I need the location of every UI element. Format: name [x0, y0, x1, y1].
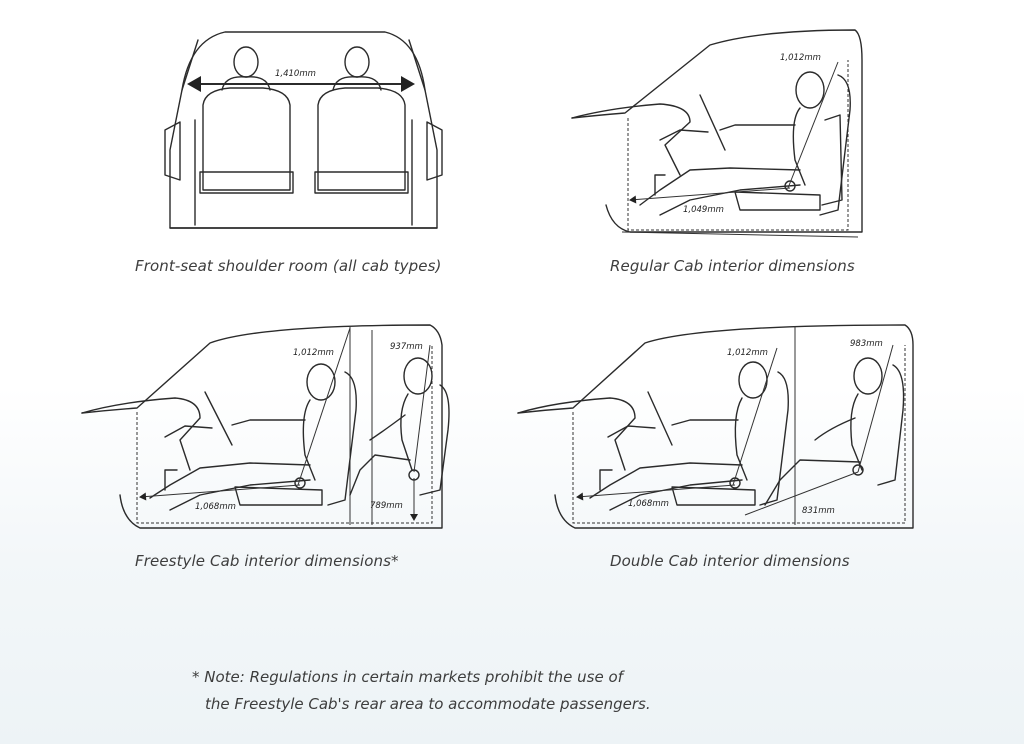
caption-front-seat-shoulder-room: Front-seat shoulder room (all cab types) — [135, 257, 442, 275]
dim-regular-headroom: 1,012mm — [780, 53, 821, 63]
front-view-diagram: 1,410mm — [164, 31, 443, 229]
dim-freestyle-front-legroom: 1,068mm — [195, 502, 236, 512]
footnote: * Note: Regulations in certain markets p… — [192, 664, 651, 718]
double-cab-diagram: 1,012mm 983mm 1,068mm 831mm — [517, 324, 914, 529]
caption-regular-cab: Regular Cab interior dimensions — [610, 257, 855, 275]
dim-freestyle-rear-legroom: 789mm — [370, 501, 403, 511]
dim-double-front-legroom: 1,068mm — [628, 499, 669, 509]
dim-double-front-headroom: 1,012mm — [727, 348, 768, 358]
footnote-line-1: * Note: Regulations in certain markets p… — [192, 668, 623, 686]
dim-freestyle-rear-headroom: 937mm — [390, 342, 423, 352]
dim-double-rear-headroom: 983mm — [850, 339, 883, 349]
freestyle-cab-diagram: 1,012mm 937mm 1,068mm 789mm — [81, 324, 450, 529]
caption-double-cab: Double Cab interior dimensions — [610, 552, 850, 570]
regular-cab-diagram: 1,012mm 1,049mm — [571, 29, 863, 238]
dim-shoulder-room: 1,410mm — [275, 69, 316, 79]
footnote-line-2: the Freestyle Cab's rear area to accommo… — [205, 695, 651, 713]
dim-freestyle-front-headroom: 1,012mm — [293, 348, 334, 358]
dim-regular-legroom: 1,049mm — [683, 205, 724, 215]
dim-double-rear-legroom: 831mm — [802, 506, 835, 516]
caption-freestyle-cab: Freestyle Cab interior dimensions* — [135, 552, 399, 570]
